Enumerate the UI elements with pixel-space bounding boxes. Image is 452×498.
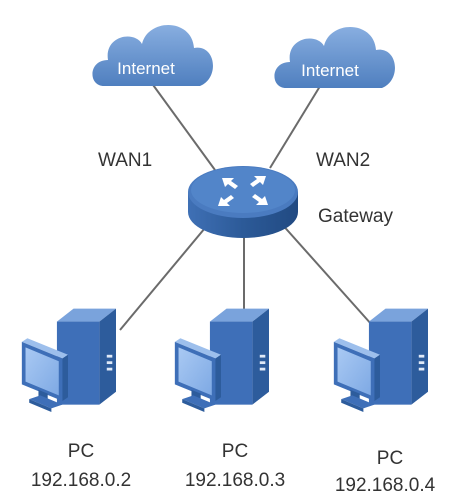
link-pc1 [119, 221, 211, 331]
pc2-ip: 192.168.0.3 [185, 470, 285, 491]
cloud-label-left: Internet [117, 59, 175, 78]
connection-lines [119, 77, 373, 331]
link-wan2 [269, 77, 326, 169]
pc-icon [174, 308, 269, 413]
wan1-label: WAN1 [98, 150, 152, 171]
pc3-ip: 192.168.0.4 [335, 475, 436, 496]
pc2-name: PC [222, 441, 248, 462]
pc1-name: PC [68, 441, 94, 462]
router-icon [188, 166, 298, 238]
pc-icon [333, 308, 428, 413]
link-wan1 [147, 77, 216, 171]
pc1-ip: 192.168.0.2 [31, 470, 131, 491]
cloud-icon [92, 24, 213, 87]
cloud-icon [274, 26, 395, 89]
gateway-label: Gateway [318, 206, 393, 227]
link-pc3 [279, 221, 373, 326]
pc-icon [21, 308, 116, 413]
wan2-label: WAN2 [316, 150, 370, 171]
cloud-label-right: Internet [301, 61, 359, 80]
pc3-name: PC [377, 448, 403, 469]
